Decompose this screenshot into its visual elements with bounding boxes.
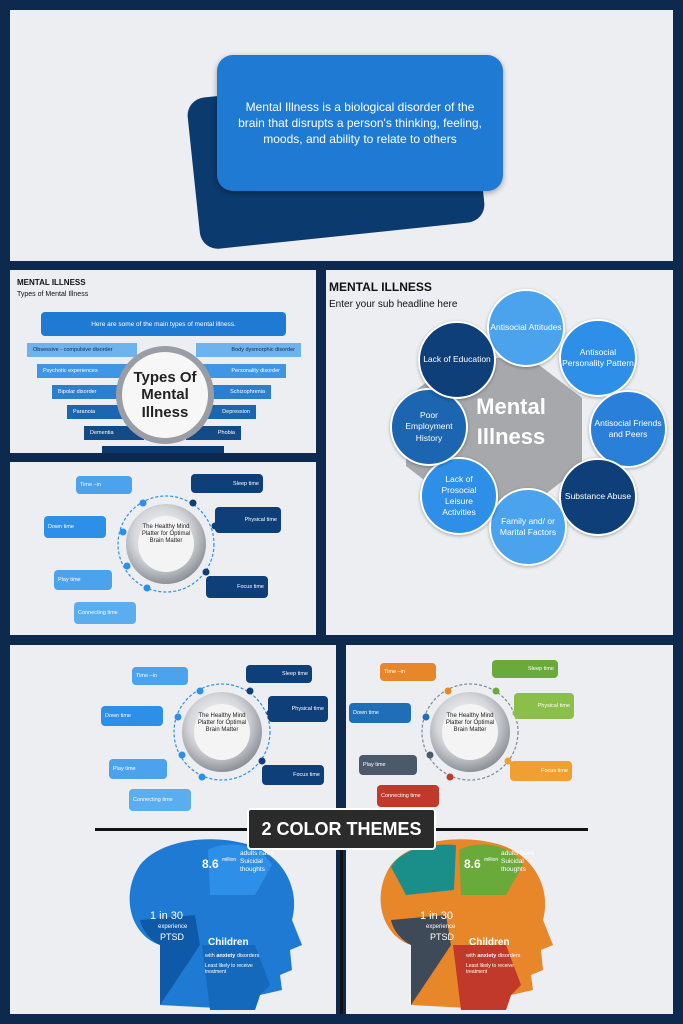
stat3-sub1: with bbox=[466, 953, 476, 959]
down-label: Down time bbox=[44, 516, 106, 538]
stat2-text: PTSD bbox=[430, 932, 455, 942]
platter-graphic bbox=[117, 495, 219, 593]
stat3-sub2: disorders bbox=[236, 953, 260, 959]
type-item: Schizophrenia bbox=[196, 385, 271, 399]
type-item: Dementia bbox=[84, 426, 144, 440]
stat1-text: adults have Suicidal thoughts bbox=[501, 850, 535, 874]
divider-right bbox=[436, 828, 588, 831]
stat1-unit: million bbox=[484, 857, 499, 863]
time-in-label: Time –in bbox=[380, 663, 436, 681]
type-item: Bipolar disorder bbox=[52, 385, 137, 399]
stat3-bold: anxiety bbox=[477, 953, 497, 959]
stat3-text: Least likely to receive treatment bbox=[466, 963, 514, 975]
color-themes-banner: 2 COLOR THEMES bbox=[247, 808, 436, 850]
factor-node: Antisocial Friends and Peers bbox=[589, 390, 667, 468]
slide-platter[interactable]: The Healthy Mind Platter for Optimal Bra… bbox=[10, 462, 316, 635]
play-label: Play time bbox=[54, 570, 112, 590]
type-item: Personality disorder bbox=[196, 364, 286, 378]
sleep-label: Sleep time bbox=[191, 474, 263, 493]
slide-subtitle: Enter your sub headline here bbox=[329, 299, 458, 310]
base-bar bbox=[102, 446, 224, 453]
stat2-sub: experience bbox=[158, 924, 188, 930]
slide-title: MENTAL ILLNESS bbox=[329, 280, 432, 294]
divider-vertical bbox=[340, 850, 343, 1014]
factor-node: Family and/ or Marital Factors bbox=[489, 488, 567, 566]
stat2-number: 1 in 30 bbox=[420, 910, 454, 922]
play-label: Play time bbox=[109, 759, 167, 779]
stat3-sub1: with bbox=[205, 953, 215, 959]
center-label: Types Of Mental Illness bbox=[122, 352, 208, 438]
down-label: Down time bbox=[349, 703, 411, 723]
type-item: Psychotic experiences bbox=[37, 364, 137, 378]
factor-node: Lack of Education bbox=[418, 321, 496, 399]
stat3-title: Children bbox=[469, 937, 510, 948]
stat3-sub2: disorders bbox=[497, 953, 521, 959]
physical-label: Physical time bbox=[215, 507, 281, 533]
stat1-unit: million bbox=[222, 857, 237, 863]
platter-graphic bbox=[380, 683, 553, 1010]
stat3-text: Least likely to receive treatment bbox=[205, 963, 253, 975]
factor-node: Lack of Prosocial Leisure Activities bbox=[420, 457, 498, 535]
slide-mental-illness-factors[interactable]: MENTAL ILLNESS Enter your sub headline h… bbox=[326, 270, 673, 635]
time-in-label: Time –in bbox=[132, 667, 188, 685]
sleep-label: Sleep time bbox=[246, 665, 312, 683]
factor-node: Substance Abuse bbox=[559, 458, 637, 536]
slide-subtitle: Types of Mental Illness bbox=[17, 291, 89, 298]
types-banner: Here are some of the main types of menta… bbox=[41, 312, 286, 336]
focus-label: Focus time bbox=[262, 765, 324, 785]
slide-types[interactable]: MENTAL ILLNESS Types of Mental Illness H… bbox=[10, 270, 316, 453]
sleep-label: Sleep time bbox=[492, 660, 558, 678]
slide-title: MENTAL ILLNESS bbox=[17, 278, 86, 287]
slide-definition[interactable]: Mental Illness is a biological disorder … bbox=[10, 10, 673, 261]
factor-node: Antisocial Personality Pattern bbox=[559, 319, 637, 397]
connecting-label: Connecting time bbox=[377, 785, 439, 807]
stat2-sub: experience bbox=[426, 924, 456, 930]
slide-theme-color[interactable]: The Healthy Mind Platter for Optimal Bra… bbox=[346, 645, 673, 1014]
physical-label: Physical time bbox=[514, 693, 574, 719]
factor-node: Poor Employment History bbox=[390, 388, 468, 466]
platter-center: The Healthy Mind Platter for Optimal Bra… bbox=[197, 713, 247, 734]
physical-label: Physical time bbox=[268, 696, 328, 722]
stat1-number: 8.6 bbox=[202, 857, 219, 871]
focus-label: Focus time bbox=[206, 576, 268, 598]
stat1-text: adults have Suicidal thoughts bbox=[240, 850, 274, 874]
stat1-number: 8.6 bbox=[464, 857, 481, 871]
stat3-title: Children bbox=[208, 937, 249, 948]
factor-node: Antisocial Attitudes bbox=[487, 289, 565, 367]
divider-left bbox=[95, 828, 247, 831]
platter-graphic bbox=[129, 683, 302, 1010]
focus-label: Focus time bbox=[510, 761, 572, 781]
platter-center: The Healthy Mind Platter for Optimal Bra… bbox=[445, 713, 495, 734]
connecting-label: Connecting time bbox=[74, 602, 136, 624]
center-label: Mental Illness bbox=[476, 394, 546, 449]
connecting-label: Connecting time bbox=[129, 789, 191, 811]
play-label: Play time bbox=[359, 755, 417, 775]
type-item: Obsessive - compulsive disorder bbox=[27, 343, 137, 357]
platter-center: The Healthy Mind Platter for Optimal Bra… bbox=[141, 524, 191, 545]
time-in-label: Time –in bbox=[76, 476, 132, 494]
stat2-number: 1 in 30 bbox=[150, 910, 184, 922]
down-label: Down time bbox=[101, 706, 163, 726]
stat2-text: PTSD bbox=[160, 932, 185, 942]
type-item: Body dysmorphic disorder bbox=[196, 343, 301, 357]
stat3-bold: anxiety bbox=[216, 953, 236, 959]
definition-card: Mental Illness is a biological disorder … bbox=[217, 55, 503, 191]
